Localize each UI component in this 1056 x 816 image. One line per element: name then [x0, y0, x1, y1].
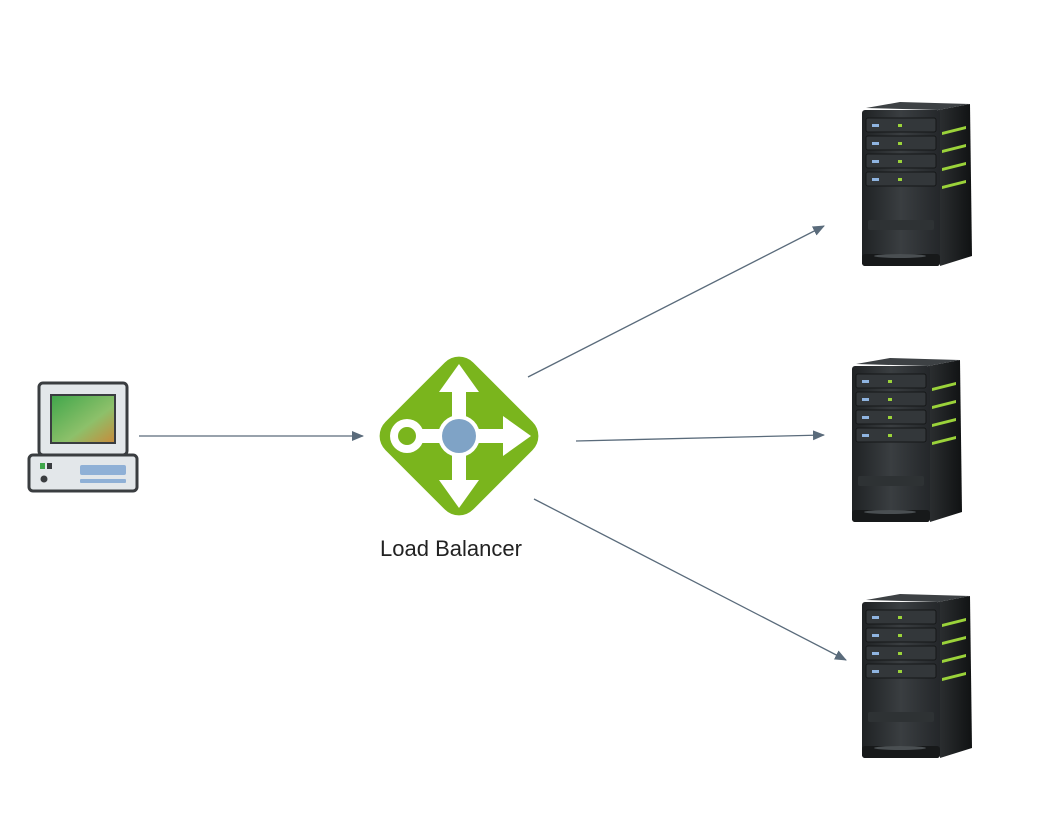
- load-balancer-icon: [379, 356, 539, 516]
- connection-lb-to-server-1: [527, 225, 825, 378]
- server-tower-icon: [861, 593, 973, 759]
- load-balancer-label: Load Balancer: [380, 536, 522, 561]
- connection-lb-to-server-2: [575, 430, 825, 442]
- server-tower-icon: [861, 101, 973, 267]
- connection-lb-to-server-3: [533, 498, 847, 661]
- desktop-computer-icon: [27, 381, 139, 493]
- server-tower-icon: [851, 357, 963, 523]
